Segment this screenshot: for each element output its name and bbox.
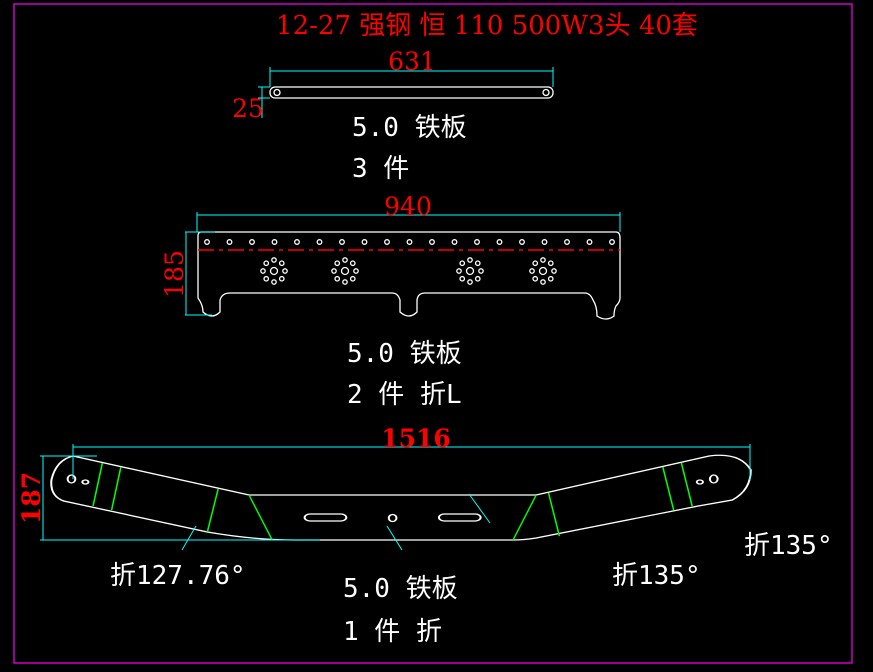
mount-hole — [271, 239, 278, 245]
mount-hole — [361, 239, 368, 245]
mount-hole — [429, 239, 435, 245]
part2-quantity: 2 件 折L — [347, 380, 462, 410]
mount-hole — [249, 239, 255, 245]
mount-hole — [519, 239, 525, 245]
part3-bent-plate — [50, 454, 752, 541]
part3-length-dim: 1516 — [381, 424, 451, 453]
led-hole-cluster — [260, 257, 288, 285]
mount-hole — [451, 239, 458, 245]
led-hole-cluster — [456, 257, 484, 285]
mount-hole — [204, 239, 210, 245]
part3-bend-mid-label: 折135° — [612, 561, 701, 591]
part1-width-dim: 25 — [232, 94, 264, 123]
mount-hole — [294, 239, 300, 245]
part3-width-dim: 187 — [17, 472, 46, 524]
led-hole-cluster — [529, 257, 557, 285]
part3-quantity: 1 件 折 — [343, 617, 442, 647]
part1-material: 5.0 铁板 — [352, 113, 467, 143]
mount-hole — [586, 239, 593, 245]
part3-dimensions — [40, 444, 751, 551]
mount-hole — [384, 239, 390, 245]
part2-length-dim: 940 — [384, 192, 432, 221]
mount-hole — [226, 239, 233, 245]
mount-hole — [316, 239, 323, 245]
part3-bend-right-label: 折135° — [744, 531, 833, 561]
mount-hole — [406, 239, 413, 245]
mount-hole — [496, 239, 503, 245]
part2-width-dim: 185 — [160, 250, 189, 298]
part3-material: 5.0 铁板 — [343, 574, 458, 604]
mount-hole — [541, 239, 548, 245]
part2-material: 5.0 铁板 — [347, 339, 462, 369]
mount-hole — [564, 239, 570, 245]
drawing-frame — [13, 3, 853, 664]
part3-bend-left-label: 折127.76° — [110, 561, 246, 591]
part1-strip — [258, 67, 554, 118]
mount-hole — [339, 239, 345, 245]
led-hole-cluster — [331, 257, 359, 285]
part1-quantity: 3 件 — [352, 154, 409, 184]
mount-hole — [609, 239, 615, 245]
part2-plate — [185, 212, 621, 320]
drawing-title: 12-27 强钢 恒 110 500W3头 40套 — [276, 11, 698, 41]
mount-hole — [474, 239, 480, 245]
part1-length-dim: 631 — [388, 47, 436, 76]
